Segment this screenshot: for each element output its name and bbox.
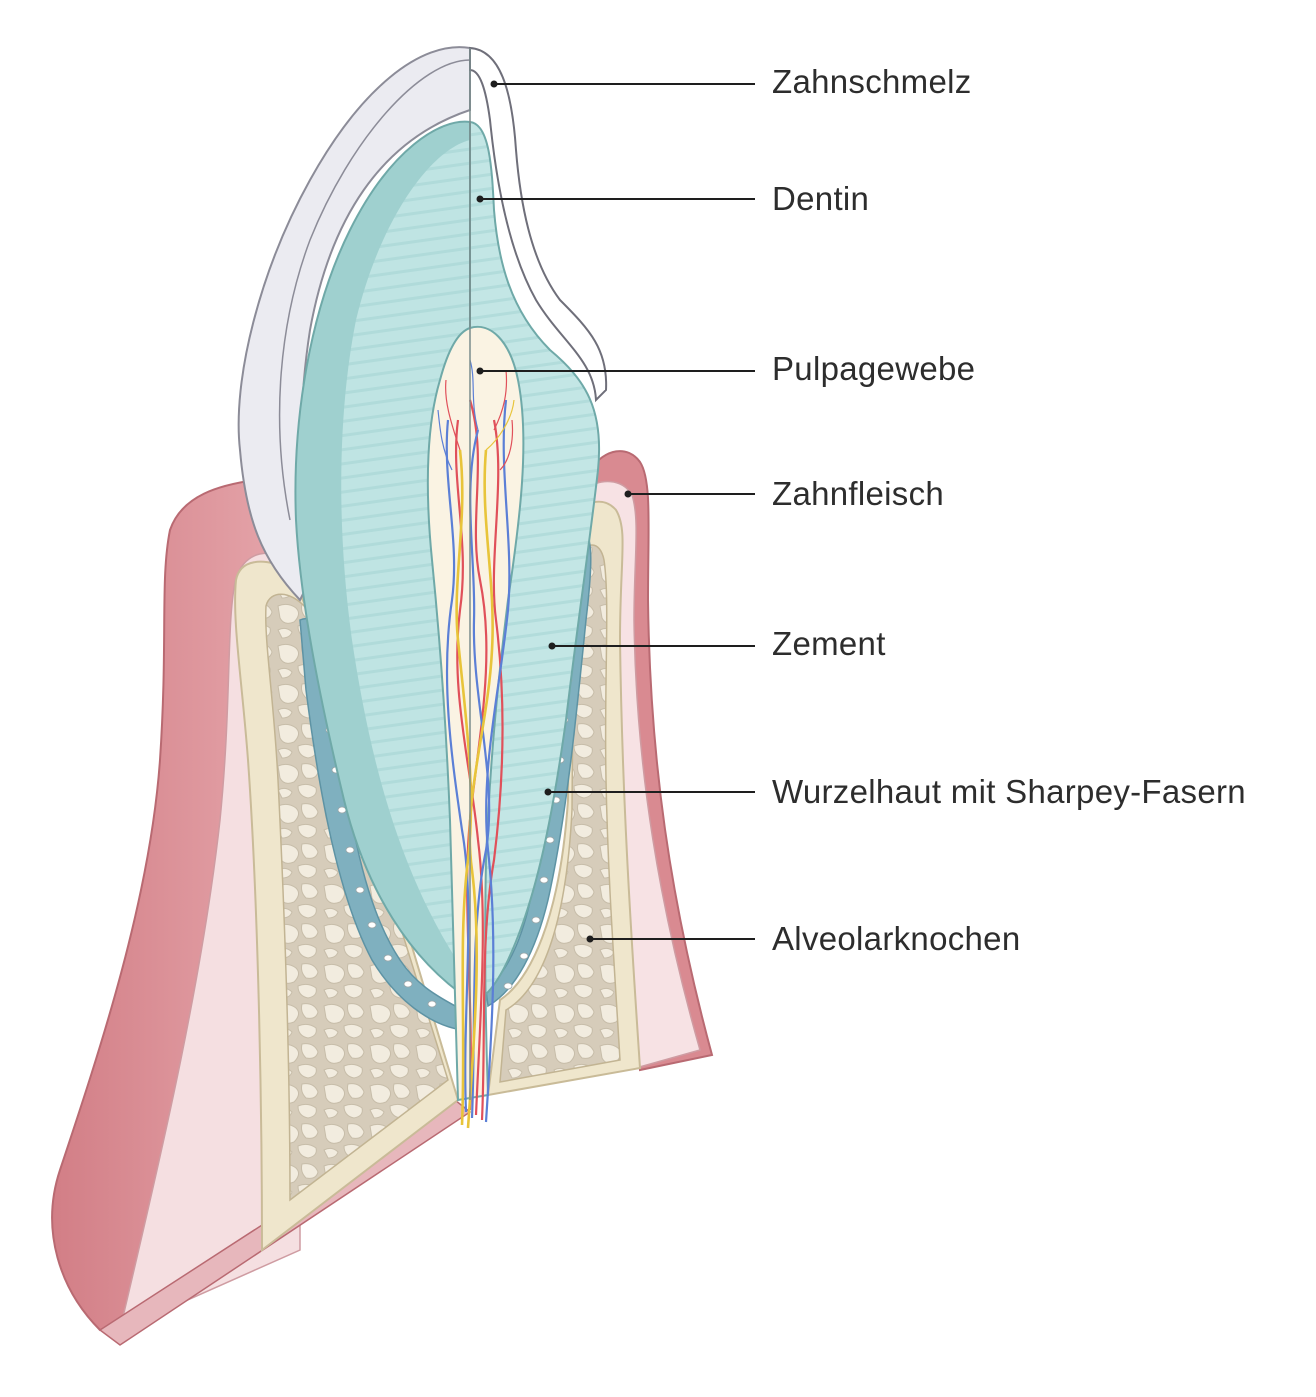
vessel-blue-3 xyxy=(469,429,491,1119)
label-pulp: Pulpagewebe xyxy=(772,350,975,387)
enamel-right xyxy=(469,46,608,403)
capillary-2 xyxy=(493,369,508,431)
enamel-left-inner-line xyxy=(278,59,471,521)
leader-pulp-dot xyxy=(476,367,484,375)
vessel-red-1 xyxy=(466,399,488,1111)
capillary-3 xyxy=(469,359,479,431)
capillary-1 xyxy=(445,379,461,451)
leader-cementum-dot xyxy=(548,642,556,650)
label-cementum: Zement xyxy=(772,625,886,662)
label-gum: Zahnfleisch xyxy=(772,475,944,512)
vessel-red-3 xyxy=(480,419,504,1121)
label-periodontium: Wurzelhaut mit Sharpey-Fasern xyxy=(772,773,1246,810)
leader-periodontium-dot xyxy=(544,788,552,796)
vessel-blue-1 xyxy=(445,419,470,1113)
leader-gum-dot xyxy=(624,490,632,498)
leader-enamel-dot xyxy=(490,80,498,88)
capillary-6 xyxy=(499,419,514,471)
leader-lines xyxy=(476,80,755,943)
label-bone: Alveolarknochen xyxy=(772,920,1021,957)
labels: Zahnschmelz Dentin Pulpagewebe Zahnfleis… xyxy=(772,63,1246,957)
label-dentin: Dentin xyxy=(772,180,869,217)
nerve-yellow-2 xyxy=(466,449,494,1129)
capillary-4 xyxy=(485,399,515,451)
vessel-blue-2 xyxy=(484,399,511,1123)
dentin-left-shade xyxy=(341,140,470,980)
capillary-5 xyxy=(437,409,453,471)
bone-right-spongy xyxy=(499,544,621,1083)
leader-dentin-dot xyxy=(476,195,484,203)
leader-bone-dot xyxy=(586,935,594,943)
label-enamel: Zahnschmelz xyxy=(772,63,972,100)
